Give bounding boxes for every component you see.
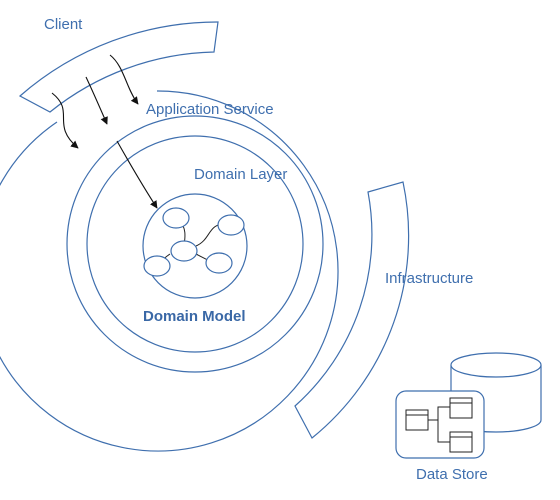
table-icon [449, 397, 473, 419]
application-service-ring [0, 90, 339, 452]
schema-card [395, 390, 485, 459]
domain-layer-label: Domain Layer [194, 166, 288, 183]
request-arrow [51, 92, 79, 149]
domain-model-circle [86, 135, 304, 353]
domain-object [217, 214, 245, 236]
cylinder-top [450, 352, 542, 378]
request-arrows [51, 54, 158, 209]
cluster-boundary [142, 193, 248, 299]
table-icon [405, 409, 429, 431]
application-service-label: Application Service [146, 101, 274, 118]
data-store-label: Data Store [416, 466, 488, 483]
domain-model-label: Domain Model [143, 308, 246, 325]
infrastructure-label: Infrastructure [385, 270, 474, 287]
domain-object-cluster [142, 193, 248, 299]
request-arrow [116, 140, 158, 209]
client-label: Client [44, 16, 83, 33]
domain-layer-ring [66, 115, 324, 373]
domain-object [162, 207, 190, 229]
request-arrow [85, 76, 108, 125]
domain-object [143, 255, 171, 277]
domain-object [205, 252, 233, 274]
request-arrow [109, 54, 139, 105]
table-icon [449, 431, 473, 453]
client-arc [18, 21, 219, 113]
schema-links [428, 406, 450, 443]
infrastructure-arc [294, 181, 410, 439]
domain-object [170, 240, 198, 262]
